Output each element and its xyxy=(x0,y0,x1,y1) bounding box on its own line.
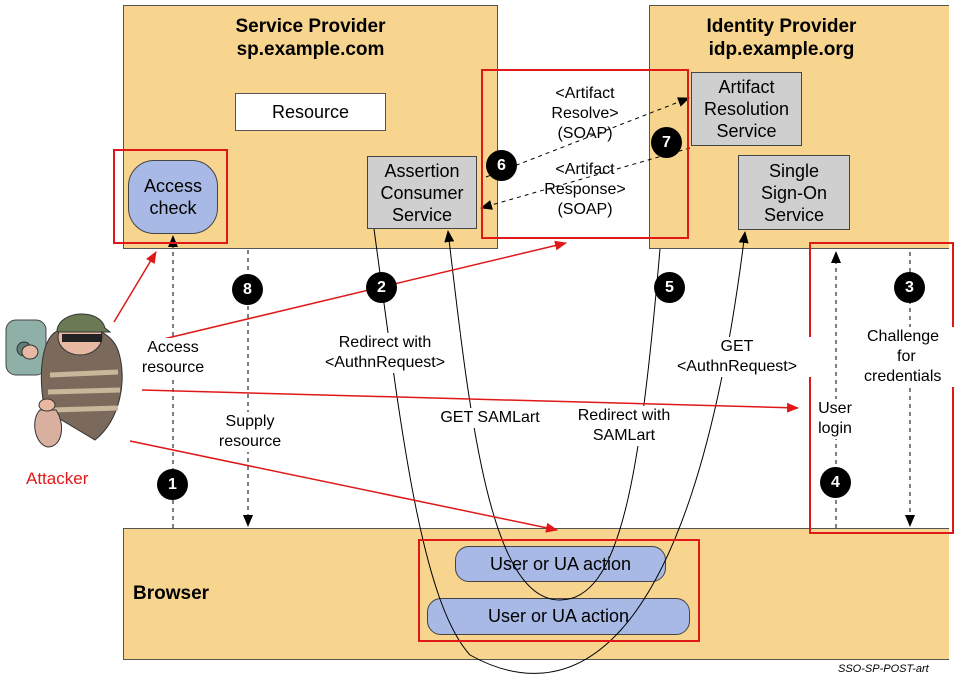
user-login-label: User login xyxy=(812,399,858,439)
acs-line1: Assertion xyxy=(384,160,460,181)
acs-line3: Service xyxy=(391,204,453,225)
redirect-authn-label: Redirect with <AuthnRequest> xyxy=(310,333,460,373)
user-login-line2: login xyxy=(818,420,852,437)
step-5-badge: 5 xyxy=(654,272,685,303)
step-2-badge: 2 xyxy=(366,272,397,303)
get-authn-line1: GET xyxy=(720,338,754,355)
artifact-response-line3: (SOAP) xyxy=(557,201,613,218)
access-check-line2: check xyxy=(149,198,197,218)
highlight-soap-exchange xyxy=(481,69,689,239)
challenge-line1: Challenge xyxy=(867,328,940,345)
access-resource-line2: resource xyxy=(141,359,205,376)
challenge-label: Challenge for credentials xyxy=(864,327,954,387)
access-check-box: Access check xyxy=(128,160,218,234)
artifact-resolve-label: <Artifact Resolve> (SOAP) xyxy=(535,84,635,144)
sp-title: Service Provider sp.example.com xyxy=(123,15,498,61)
redirect-authn-line2: <AuthnRequest> xyxy=(324,354,446,371)
artifact-resolve-line1: <Artifact xyxy=(555,85,615,102)
idp-title-domain: idp.example.org xyxy=(708,39,855,60)
sp-title-name: Service Provider xyxy=(235,16,386,37)
single-sign-on-service-box: Single Sign-On Service xyxy=(738,155,850,230)
assertion-consumer-service-box: Assertion Consumer Service xyxy=(367,156,477,229)
redirect-samlart-label: Redirect with SAMLart xyxy=(565,406,683,446)
attack-arrow-access-check xyxy=(113,251,157,323)
access-resource-label: Access resource xyxy=(128,338,218,378)
sso-line1: Single xyxy=(768,160,820,181)
artifact-response-label: <Artifact Response> (SOAP) xyxy=(535,160,635,220)
step-3-badge: 3 xyxy=(894,272,925,303)
step-7-badge: 7 xyxy=(651,127,682,158)
access-resource-line1: Access xyxy=(147,339,199,356)
attacker-label: Attacker xyxy=(26,469,89,488)
user-ua-action-2: User or UA action xyxy=(427,598,690,635)
redirect-samlart-line2: SAMLart xyxy=(592,427,656,444)
artifact-response-line1: <Artifact xyxy=(555,161,615,178)
artifact-resolve-line3: (SOAP) xyxy=(557,125,613,142)
figure-id-footer: SSO-SP-POST-art xyxy=(838,663,929,675)
challenge-line2: for xyxy=(897,348,916,365)
idp-title-name: Identity Provider xyxy=(706,16,857,37)
highlight-access-check xyxy=(113,149,228,244)
acs-line2: Consumer xyxy=(380,182,464,203)
sso-line3: Service xyxy=(763,204,825,225)
attack-arrow-user-login xyxy=(141,389,799,413)
access-check-line1: Access xyxy=(143,176,203,196)
user-ua-action-1: User or UA action xyxy=(455,546,666,582)
get-authn-label: GET <AuthnRequest> xyxy=(662,337,812,377)
challenge-line3: credentials xyxy=(864,368,942,385)
ars-line3: Service xyxy=(716,121,777,141)
redirect-samlart-line1: Redirect with xyxy=(577,407,671,424)
artifact-response-line2: Response> xyxy=(544,181,626,198)
supply-resource-label: Supply resource xyxy=(205,412,295,452)
resource-box: Resource xyxy=(235,93,386,131)
attack-arrow-browser xyxy=(129,440,558,533)
redirect-authn-curve xyxy=(373,228,749,674)
idp-title: Identity Provider idp.example.org xyxy=(649,15,914,61)
highlight-browser-actions xyxy=(418,539,700,642)
highlight-user-login xyxy=(809,242,954,534)
step-6-badge: 6 xyxy=(486,150,517,181)
sso-line2: Sign-On xyxy=(760,182,828,203)
user-login-line1: User xyxy=(818,400,852,417)
get-authn-line2: <AuthnRequest> xyxy=(676,358,798,375)
ars-line2: Resolution xyxy=(703,99,790,119)
attacker-figure-icon xyxy=(5,313,123,448)
get-samlart-label: GET SAMLart xyxy=(428,408,552,428)
supply-resource-line1: Supply xyxy=(225,413,275,430)
redirect-authn-line1: Redirect with xyxy=(338,334,432,351)
step-4-badge: 4 xyxy=(820,467,851,498)
step-1-badge: 1 xyxy=(157,469,188,500)
artifact-resolve-line2: Resolve> xyxy=(551,105,619,122)
supply-resource-line2: resource xyxy=(218,433,282,450)
step-8-badge: 8 xyxy=(232,274,263,305)
sp-title-domain: sp.example.com xyxy=(236,39,385,60)
artifact-resolution-service-box: Artifact Resolution Service xyxy=(691,72,802,146)
ars-line1: Artifact xyxy=(718,77,775,97)
attack-arrow-soap xyxy=(129,240,567,348)
browser-title: Browser xyxy=(133,583,210,604)
